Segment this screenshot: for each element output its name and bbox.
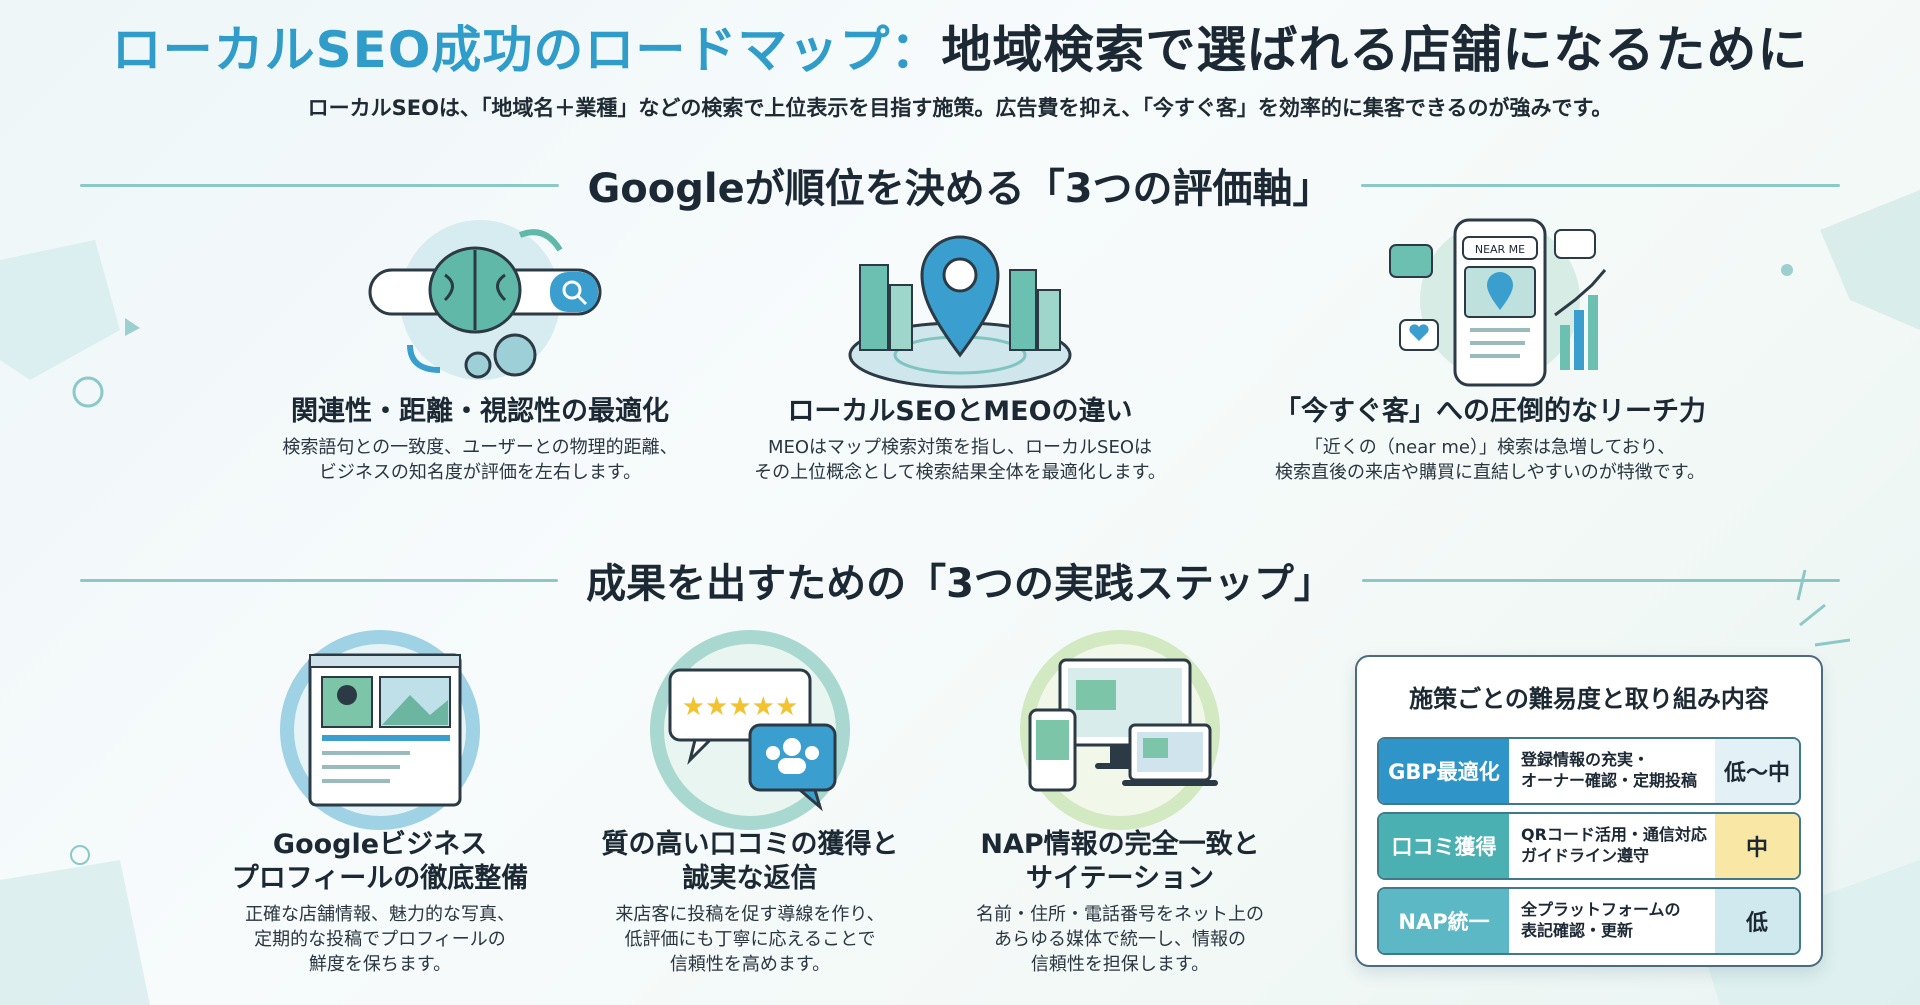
page-subtitle: ローカルSEOは、「地域名＋業種」などの検索で上位表示を目指す施策。広告費を抑え…: [307, 96, 1613, 120]
card-business-profile: Googleビジネスプロフィールの徹底整備 正確な店舗情報、魅力的な写真、定期的…: [180, 625, 580, 977]
row-difficulty: 低: [1715, 889, 1799, 953]
card-seo-vs-meo: ローカルSEOとMEOの違い MEOはマップ検索対策を指し、ローカルSEOはその…: [660, 215, 1260, 485]
row-desc-line1: 登録情報の充実・: [1521, 750, 1650, 770]
row-description: 登録情報の充実・オーナー確認・定期投稿: [1509, 739, 1715, 803]
review-stars-icon: ★★★★★: [650, 630, 850, 830]
row-label: 口コミ獲得: [1379, 814, 1509, 878]
card-title: ローカルSEOとMEOの違い: [787, 396, 1133, 427]
phone-near-me-icon: NEAR ME: [1389, 218, 1607, 387]
title-highlight: ローカルSEO成功のロードマップ: [111, 21, 891, 79]
card-title-line1: NAP情報の完全一致と: [980, 829, 1260, 860]
title-colon: ：: [890, 21, 942, 79]
card-title: 「今すぐ客」への圧倒的なリーチ力: [1274, 396, 1706, 427]
card-desc-line1: 正確な店舗情報、魅力的な写真、: [245, 903, 515, 925]
card-desc-line3: 信頼性を担保します。: [1030, 953, 1210, 975]
card-desc-line3: 鮮度を保ちます。: [308, 953, 452, 975]
table-row-gbp: GBP最適化 登録情報の充実・オーナー確認・定期投稿 低〜中: [1377, 737, 1801, 805]
map-pin-city-icon: [848, 235, 1072, 389]
brain-search-icon: [368, 220, 602, 380]
table-title: 施策ごとの難易度と取り組み内容: [1409, 685, 1769, 713]
row-label: GBP最適化: [1379, 739, 1509, 803]
divider-line: [1361, 578, 1840, 582]
difficulty-table: 施策ごとの難易度と取り組み内容 GBP最適化 登録情報の充実・オーナー確認・定期…: [1355, 655, 1823, 967]
section-heading-steps: 成果を出すための「3つの実践ステップ」: [80, 550, 1840, 610]
card-near-me-reach: NEAR ME 「今すぐ客」への圧倒的なリーチ力 「近くの（near me）」検…: [1190, 215, 1790, 485]
multi-device-icon: [1020, 630, 1220, 830]
divider-line: [80, 578, 559, 582]
card-desc-line1: 名前・住所・電話番号をネット上の: [976, 903, 1264, 925]
card-desc-line1: MEOはマップ検索対策を指し、ローカルSEOは: [767, 436, 1153, 458]
card-desc-line2: 定期的な投稿でプロフィールの: [254, 928, 506, 950]
divider-line: [1360, 183, 1841, 187]
card-title-line2: プロフィールの徹底整備: [231, 862, 529, 894]
row-difficulty: 中: [1715, 814, 1799, 878]
table-row-nap: NAP統一 全プラットフォームの表記確認・更新 低: [1377, 887, 1801, 955]
card-desc-line1: 来店客に投稿を促す導線を作り、: [615, 903, 885, 925]
row-desc-line2: オーナー確認・定期投稿: [1521, 771, 1698, 790]
card-title: 関連性・距離・視認性の最適化: [291, 396, 669, 427]
card-desc-line2: ビジネスの知名度が評価を左右します。: [318, 461, 642, 483]
row-desc-line1: 全プラットフォームの: [1521, 900, 1681, 920]
card-desc-line2: その上位概念として検索結果全体を最適化します。: [754, 461, 1166, 483]
card-relevance: 関連性・距離・視認性の最適化 検索語句との一致度、ユーザーとの物理的距離、ビジネ…: [180, 215, 780, 485]
business-profile-icon: [280, 630, 480, 830]
card-title-line1: 質の高い口コミの獲得と: [601, 829, 899, 860]
card-desc-line2: あらゆる媒体で統一し、情報の: [994, 928, 1246, 950]
page-title: ローカルSEO成功のロードマップ：地域検索で選ばれる店舗になるために: [0, 10, 1920, 82]
card-desc-line2: 低評価にも丁寧に応えることで: [624, 928, 876, 950]
near-me-label: NEAR ME: [1475, 243, 1525, 256]
row-difficulty: 低〜中: [1715, 739, 1799, 803]
divider-line: [80, 183, 560, 187]
row-desc-line1: QRコード活用・通信対応: [1521, 825, 1707, 845]
row-desc-line2: ガイドライン遵守: [1521, 846, 1650, 865]
card-reviews: ★★★★★ 質の高い口コミの獲得と誠実な返信 来店客に投稿を促す導線を作り、低評…: [550, 625, 950, 977]
card-desc-line3: 信頼性を高めます。: [669, 953, 831, 975]
row-label: NAP統一: [1379, 889, 1509, 953]
card-title-line2: 誠実な返信: [682, 862, 818, 894]
row-description: QRコード活用・通信対応ガイドライン遵守: [1509, 814, 1715, 878]
card-desc-line1: 検索語句との一致度、ユーザーとの物理的距離、: [282, 436, 678, 458]
card-desc-line1: 「近くの（near me）」検索は急増しており、: [1304, 436, 1676, 458]
card-title: Googleビジネスプロフィールの徹底整備: [180, 828, 580, 896]
section-title: Googleが順位を決める「3つの評価軸」: [587, 166, 1333, 212]
section-title: 成果を出すための「3つの実践ステップ」: [586, 561, 1334, 607]
card-desc-line2: 検索直後の来店や購買に直結しやすいのが特徴です。: [1274, 461, 1706, 483]
title-main: 地域検索で選ばれる店舗になるために: [941, 21, 1809, 79]
card-title: NAP情報の完全一致とサイテーション: [920, 828, 1320, 896]
card-nap-citation: NAP情報の完全一致とサイテーション 名前・住所・電話番号をネット上のあらゆる媒…: [920, 625, 1320, 977]
svg-text:★★★★★: ★★★★★: [682, 692, 799, 722]
card-title-line2: サイテーション: [1026, 862, 1214, 894]
section-heading-evaluation: Googleが順位を決める「3つの評価軸」: [80, 155, 1841, 215]
row-desc-line2: 表記確認・更新: [1521, 921, 1634, 940]
card-title: 質の高い口コミの獲得と誠実な返信: [550, 828, 950, 896]
card-title-line1: Googleビジネス: [272, 829, 488, 860]
row-description: 全プラットフォームの表記確認・更新: [1509, 889, 1715, 953]
table-row-reviews: 口コミ獲得 QRコード活用・通信対応ガイドライン遵守 中: [1377, 812, 1801, 880]
